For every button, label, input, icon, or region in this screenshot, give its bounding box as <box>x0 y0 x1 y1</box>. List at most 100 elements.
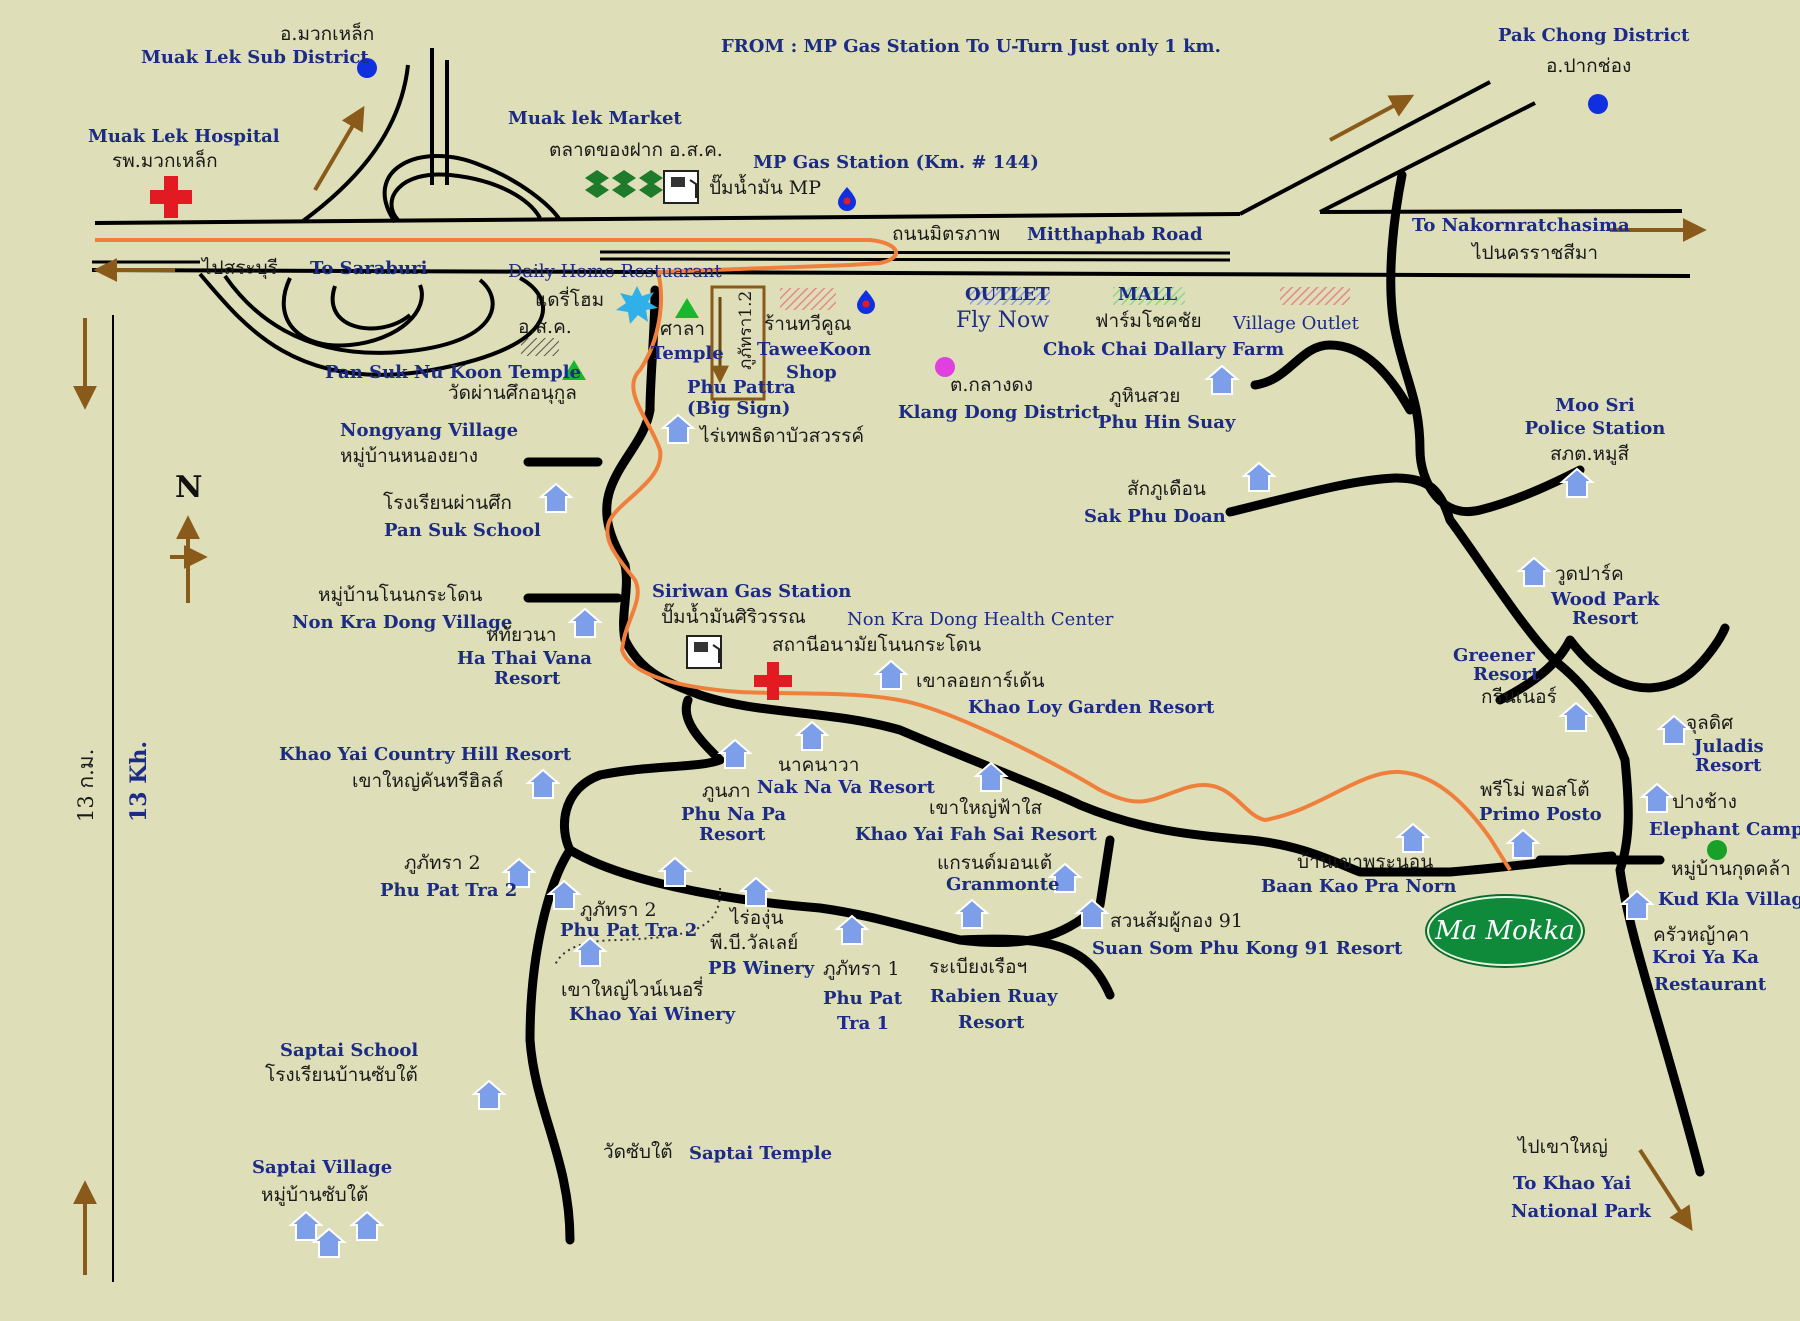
saraburi-th: ไปสระบุรี <box>202 257 278 279</box>
green-dot-icon <box>1707 840 1727 860</box>
khao-yai-2: National Park <box>1511 1201 1651 1222</box>
mall-label: MALL <box>1118 284 1178 305</box>
pan-suk-temple-en: Pan Suk Nu Koon Temple <box>325 362 582 383</box>
interchange <box>198 48 562 377</box>
fah-sai-th: เขาใหญ่ฟ้าใส <box>929 797 1043 819</box>
nongyang-en: Nongyang Village <box>340 420 519 441</box>
elephant-en: Elephant Camp <box>1649 819 1800 840</box>
shop-en: Shop <box>786 362 837 383</box>
hospital-th: รพ.มวกเหล็ก <box>112 150 218 172</box>
primo-en: Primo Posto <box>1479 804 1602 825</box>
winery-en: Khao Yai Winery <box>569 1004 736 1025</box>
siriwan-th: ปั๊มน้ำมันศิริวรรณ <box>661 606 806 628</box>
taweekoon-block <box>780 288 836 310</box>
phu-pattra-vertical: ภูภัทรา1.2 <box>736 290 756 370</box>
saptai-village-th: หมู่บ้านซับใต้ <box>261 1184 369 1206</box>
baan-kao-th: บ้านเขาพระนอน <box>1297 851 1434 873</box>
granmonte-th: แกรนด์มอนเต้ <box>937 852 1053 874</box>
kud-kla-th: หมู่บ้านกุดคล้า <box>1671 858 1791 880</box>
fly-now-label: Fly Now <box>956 308 1050 333</box>
phu-na-pa-1: Phu Na Pa <box>681 804 787 825</box>
outlet-block <box>970 287 1050 305</box>
kroi-th: ครัวหญ้าคา <box>1653 924 1750 946</box>
wood-park-th: วูดปาร์ค <box>1555 563 1624 585</box>
district-dot-icon <box>935 357 955 377</box>
mp-gas-en: MP Gas Station (Km. # 144) <box>753 152 1039 173</box>
taweekoon-th: ร้านทวีคูณ <box>764 313 852 335</box>
phu-pat-1-b: Tra 1 <box>837 1013 890 1034</box>
non-kra-dong-en: Non Kra Dong Village <box>292 612 513 633</box>
country-hill-th: เขาใหญ่คันทรีฮิลล์ <box>352 770 504 792</box>
district-dot-icon <box>357 58 377 78</box>
klang-dong-en: Klang Dong District <box>898 402 1101 423</box>
health-th: สถานีอนามัยโนนกระโดน <box>772 634 982 656</box>
phu-na-pa-2: Resort <box>699 824 766 845</box>
dairy-home-th: แดรี่โฮม <box>535 289 605 311</box>
osk-th: อ.ส.ค. <box>518 316 572 338</box>
phu-hin-th: ภูหินสวย <box>1109 385 1181 407</box>
chok-chai-th: ฟาร์มโชคชัย <box>1095 310 1202 332</box>
elephant-th: ปางช้าง <box>1672 791 1737 813</box>
distance-thai: 13 ก.ม. <box>74 748 98 822</box>
phu-pat-2a-th: ภูภัทรา 2 <box>404 852 481 874</box>
granmonte-en: Granmonte <box>946 874 1060 895</box>
khao-loy-th: เขาลอยการ์เด้น <box>916 670 1045 692</box>
moo-sri-th: สภต.หมูสี <box>1550 443 1630 465</box>
market-th: ตลาดของฝาก อ.ส.ค. <box>549 139 723 161</box>
direction-arrows <box>93 94 1707 1232</box>
phu-pattra-sign <box>710 285 766 401</box>
hospital-cross-icon <box>150 176 192 218</box>
phu-na-pa-th: ภูนภา <box>702 780 751 802</box>
ha-thai-1: Ha Thai Vana <box>457 648 592 669</box>
mall-block <box>1113 287 1185 305</box>
pb-en: PB Winery <box>708 958 815 979</box>
outlet-label: OUTLET <box>965 284 1050 305</box>
rabien-2: Resort <box>958 1012 1025 1033</box>
juladis-2: Resort <box>1695 755 1762 776</box>
rabien-th: ระเบียงเรือฯ <box>929 956 1028 978</box>
greener-th: กรีนเนอร์ <box>1481 686 1557 708</box>
baan-kao-en: Baan Kao Pra Norn <box>1261 876 1457 897</box>
sak-phu-th: สักภูเดือน <box>1127 478 1206 500</box>
pan-suk-school-en: Pan Suk School <box>384 520 541 541</box>
phu-pat-2b-th: ภูภัทรา 2 <box>580 899 657 921</box>
distance-axis <box>73 315 114 1282</box>
hospital-en: Muak Lek Hospital <box>88 126 280 147</box>
suan-som-en: Suan Som Phu Kong 91 Resort <box>1092 938 1403 959</box>
kroi-2: Restaurant <box>1654 974 1767 995</box>
pan-suk-school-th: โรงเรียนผ่านศึก <box>383 492 512 514</box>
gas-pump-icon <box>686 635 722 669</box>
chok-chai-en: Chok Chai Dallary Farm <box>1043 339 1285 360</box>
mitthaphab-en: Mitthaphab Road <box>1027 224 1203 245</box>
country-hill-en: Khao Yai Country Hill Resort <box>279 744 572 765</box>
suan-som-th: สวนส้มผู้กอง 91 <box>1110 910 1243 932</box>
temple-icon <box>562 360 586 380</box>
nak-na-va-th: นาคนาวา <box>778 754 860 776</box>
sala-th: ศาลา <box>660 318 706 340</box>
greener-1: Greener <box>1453 645 1535 666</box>
primo-th: พรีโม่ พอสโต้ <box>1480 779 1590 801</box>
district-dot-icon <box>1588 94 1608 114</box>
recommended-route <box>95 238 1512 872</box>
khao-yai-th: ไปเขาใหญ่ <box>1518 1136 1608 1158</box>
pak-chong-en: Pak Chong District <box>1498 25 1690 46</box>
gas-pump-icon <box>663 170 699 204</box>
ma-mokka-logo[interactable]: Ma Mokka <box>1427 896 1583 966</box>
fah-sai-en: Khao Yai Fah Sai Resort <box>855 824 1097 845</box>
daily-home-en: Daily Home Restuarant <box>508 261 722 282</box>
village-outlet-block <box>1280 287 1350 305</box>
rai-thep-th: ไร่เทพธิดาบัวสวรรค์ <box>700 425 865 447</box>
market-en: Muak lek Market <box>508 108 682 129</box>
nakorn-th: ไปนครราชสีมา <box>1472 242 1599 264</box>
mitthaphab-th: ถนนมิตรภาพ <box>892 223 1001 245</box>
pb-th: พี.บี.วัลเลย์ <box>710 932 799 954</box>
kud-kla-en: Kud Kla Village <box>1658 889 1800 910</box>
big-sign: (Big Sign) <box>687 398 791 419</box>
distance-english: 13 Kh. <box>126 740 152 822</box>
sak-phu-en: Sak Phu Doan <box>1084 506 1226 527</box>
health-en: Non Kra Dong Health Center <box>847 609 1114 630</box>
phu-pat-1-th: ภูภัทรา 1 <box>823 958 900 980</box>
village-outlet-label: Village Outlet <box>1233 313 1359 334</box>
